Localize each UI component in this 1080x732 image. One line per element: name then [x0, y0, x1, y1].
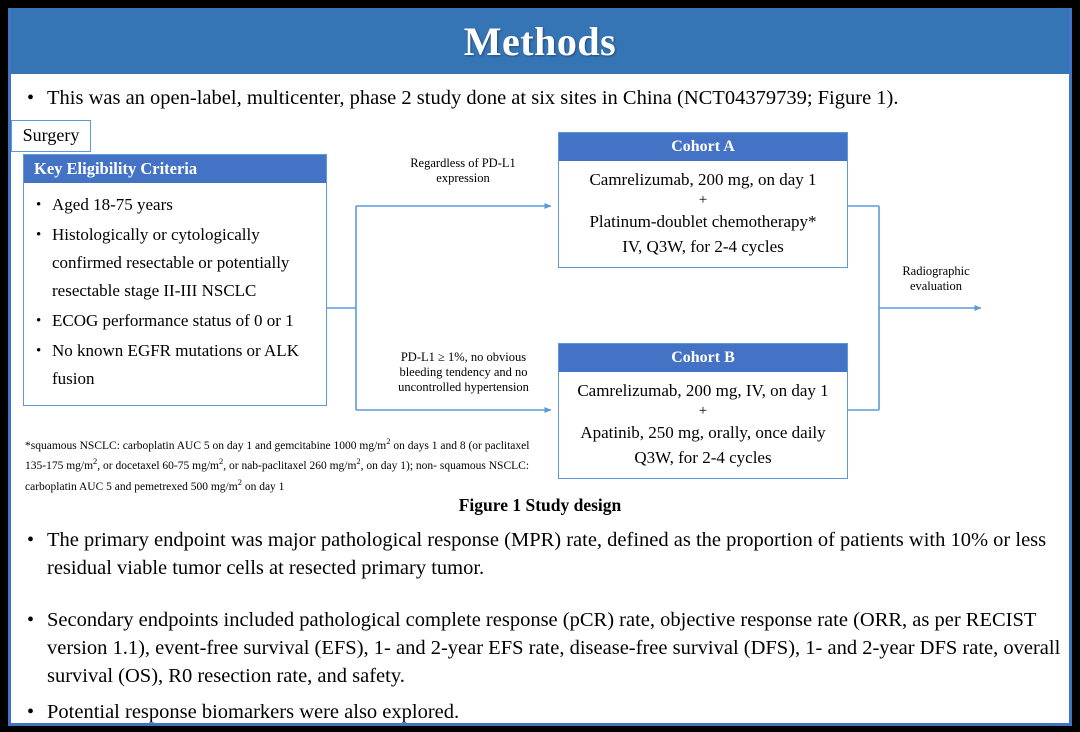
footnote-l1a: *squamous NSCLC: carboplatin AUC 5 on da… — [25, 439, 387, 452]
bullet-glyph-icon: • — [27, 87, 35, 109]
cohort-b-line2: Apatinib, 250 mg, orally, once daily — [580, 423, 826, 442]
footnote-l2b: , or docetaxel 60-75 mg/m — [97, 460, 219, 473]
cohort-b-line1: Camrelizumab, 200 mg, IV, on day 1 — [577, 381, 829, 400]
connector-label-bottom: PD-L1 ≥ 1%, no obvious bleeding tendency… — [366, 350, 561, 395]
eligibility-criteria-box: Key Eligibility Criteria • Aged 18-75 ye… — [23, 154, 327, 406]
connector-label-top-line2: expression — [436, 171, 490, 185]
connector-label-right-line1: Radiographic — [902, 264, 970, 278]
list-item-label: ECOG performance status of 0 or 1 — [52, 311, 294, 330]
page-title: Methods — [463, 18, 617, 64]
footnote-l1b: on days 1 and 8 (or — [390, 439, 482, 452]
cohort-a-line2: Platinum-doublet chemotherapy* — [589, 212, 817, 231]
secondary-endpoints-text: Secondary endpoints included pathologica… — [47, 609, 1061, 687]
bullet-glyph-icon: • — [27, 609, 35, 631]
flow-connectors — [327, 203, 982, 413]
list-item: • ECOG performance status of 0 or 1 — [30, 307, 320, 335]
surgery-label: Surgery — [22, 125, 80, 145]
cohort-b-plus: + — [698, 403, 708, 419]
secondary-endpoints-bullet: • Secondary endpoints included pathologi… — [21, 606, 1061, 690]
cohort-a-line3: IV, Q3W, for 2-4 cycles — [622, 237, 784, 256]
bullet-glyph-icon: • — [36, 343, 42, 359]
eligibility-header: Key Eligibility Criteria — [24, 155, 326, 183]
connector-label-right-line2: evaluation — [909, 279, 963, 293]
connector-label-bottom-line3: uncontrolled hypertension — [398, 380, 529, 394]
primary-endpoint-bullet: • The primary endpoint was major patholo… — [21, 526, 1061, 582]
connector-label-bottom-line2: bleeding tendency and no — [399, 365, 528, 379]
connector-label-bottom-line1: PD-L1 ≥ 1%, no obvious — [400, 350, 527, 364]
cohort-a-box: Cohort A Camrelizumab, 200 mg, on day 1 … — [558, 132, 848, 268]
footnote-sup: 2 — [356, 456, 361, 467]
footnote-sup: 2 — [218, 456, 224, 467]
cohort-a-line1: Camrelizumab, 200 mg, on day 1 — [589, 170, 817, 189]
list-item-label: Aged 18-75 years — [52, 195, 173, 214]
bullet-glyph-icon: • — [36, 227, 42, 243]
list-item-label: No known EGFR mutations or ALK fusion — [52, 341, 299, 388]
footnote-sup: 2 — [237, 476, 242, 487]
list-item: • Aged 18-75 years — [30, 191, 320, 219]
cohort-b-box: Cohort B Camrelizumab, 200 mg, IV, on da… — [558, 343, 848, 479]
connector-label-top: Regardless of PD-L1 expression — [373, 156, 553, 186]
footnote-l3b: on day 1 — [241, 480, 285, 493]
primary-endpoint-text: The primary endpoint was major pathologi… — [47, 529, 1047, 579]
bullet-glyph-icon: • — [27, 701, 35, 723]
cohort-b-header: Cohort B — [559, 344, 847, 372]
footnote-l2a: paclitaxel 135-175 mg/m — [25, 439, 530, 473]
biomarkers-bullet: • Potential response biomarkers were als… — [21, 698, 1061, 723]
biomarkers-text: Potential response biomarkers were also … — [47, 701, 460, 723]
list-item: • No known EGFR mutations or ALK fusion — [30, 337, 320, 393]
cohort-b-body: Camrelizumab, 200 mg, IV, on day 1 + Apa… — [559, 372, 847, 478]
list-item-label: Histologically or cytologically confirme… — [52, 225, 290, 300]
intro-bullet-text: This was an open-label, multicenter, pha… — [47, 87, 899, 109]
cohort-a-header: Cohort A — [559, 133, 847, 161]
intro-bullet: • This was an open-label, multicenter, p… — [21, 84, 1067, 112]
footnote-sup: 2 — [386, 436, 391, 446]
cohort-a-plus: + — [698, 192, 708, 208]
footnote-l2d: , on day 1); non- — [360, 460, 437, 473]
slide-title-band: Methods — [11, 8, 1069, 74]
eligibility-list: • Aged 18-75 years • Histologically or c… — [24, 183, 326, 405]
surgery-box: Surgery — [11, 120, 91, 152]
study-design-figure: Key Eligibility Criteria • Aged 18-75 ye… — [11, 120, 1069, 510]
cohort-b-line3: Q3W, for 2-4 cycles — [634, 448, 772, 467]
connector-label-top-line1: Regardless of PD-L1 — [410, 156, 516, 170]
bullet-glyph-icon: • — [27, 529, 35, 551]
figure-caption: Figure 1 Study design — [458, 495, 622, 515]
slide-canvas: Methods • This was an open-label, multic… — [8, 8, 1072, 726]
cohort-a-body: Camrelizumab, 200 mg, on day 1 + Platinu… — [559, 161, 847, 267]
footnote-l2c: , or nab-paclitaxel 260 mg/m — [223, 460, 357, 473]
bullet-glyph-icon: • — [36, 313, 42, 329]
bullet-glyph-icon: • — [36, 197, 42, 213]
connector-label-radiographic: Radiographic evaluation — [886, 264, 986, 294]
footnote-l3a: squamous NSCLC: carboplatin AUC 5 and pe… — [25, 460, 530, 493]
footnote-sup: 2 — [93, 456, 98, 467]
list-item: • Histologically or cytologically confir… — [30, 221, 320, 305]
chemotherapy-footnote: *squamous NSCLC: carboplatin AUC 5 on da… — [25, 434, 545, 495]
